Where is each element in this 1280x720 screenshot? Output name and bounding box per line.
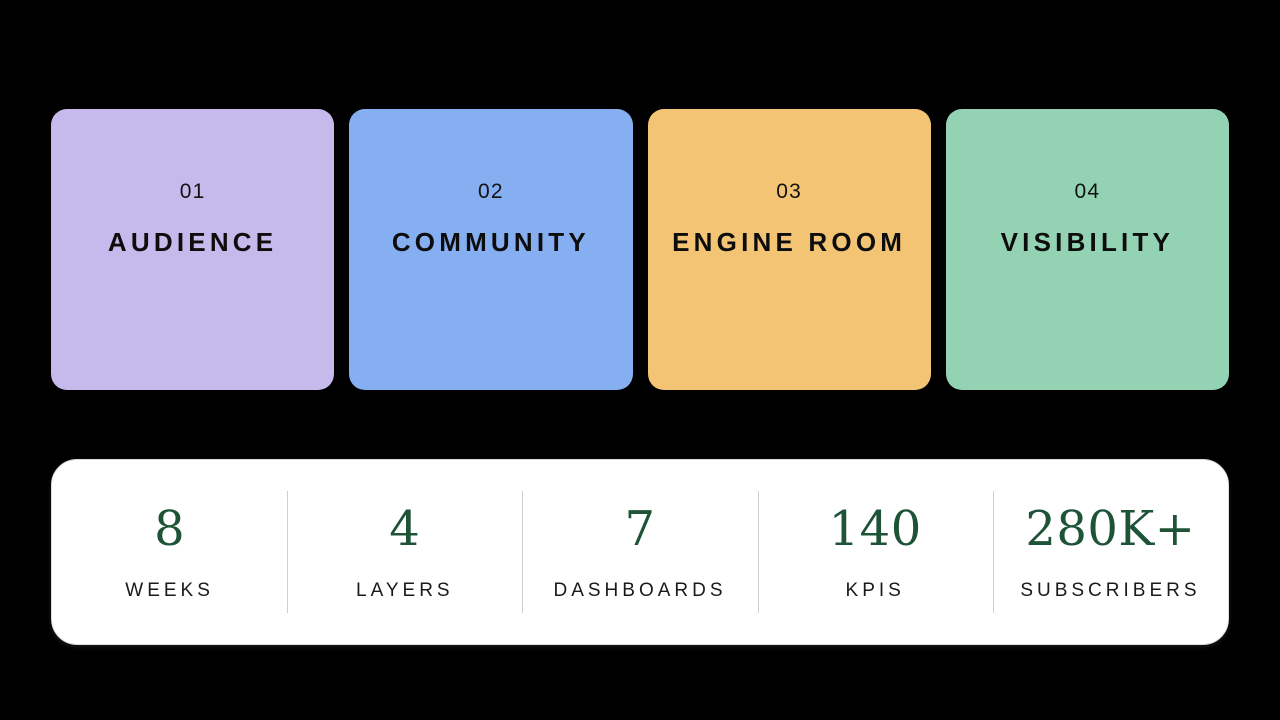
stat-label-subscribers: SUBSCRIBERS	[1020, 579, 1201, 601]
pillar-card-row: 01 AUDIENCE 02 COMMUNITY 03 ENGINE ROOM …	[51, 109, 1229, 390]
pillar-card-visibility[interactable]: 04 VISIBILITY	[945, 109, 1229, 390]
stat-dashboards: 7 DASHBOARDS	[522, 460, 757, 644]
stat-value-weeks: 8	[154, 500, 186, 557]
stat-value-subscribers: 280K+	[1025, 500, 1196, 557]
stat-subscribers: 280K+ SUBSCRIBERS	[992, 460, 1228, 644]
pillar-title-engine-room: ENGINE ROOM	[672, 227, 907, 257]
pillar-index-02: 02	[477, 180, 504, 203]
pillar-title-audience: AUDIENCE	[107, 227, 278, 257]
pillar-card-engine-room[interactable]: 03 ENGINE ROOM	[647, 109, 931, 390]
pillar-index-03: 03	[776, 180, 802, 203]
stat-value-kpis: 140	[828, 500, 922, 557]
pillar-index-04: 04	[1074, 180, 1101, 203]
pillar-card-community[interactable]: 02 COMMUNITY	[349, 109, 633, 390]
stat-label-weeks: WEEKS	[125, 579, 214, 601]
stat-label-layers: LAYERS	[356, 579, 454, 601]
stat-value-dashboards: 7	[624, 500, 656, 557]
pillar-card-audience[interactable]: 01 AUDIENCE	[51, 109, 335, 390]
stat-kpis: 140 KPIS	[757, 460, 993, 644]
stat-value-layers: 4	[389, 500, 421, 557]
stat-label-kpis: KPIS	[845, 579, 905, 601]
stat-weeks: 8 WEEKS	[52, 460, 287, 644]
pillar-title-community: COMMUNITY	[391, 227, 590, 257]
stat-label-dashboards: DASHBOARDS	[553, 579, 727, 601]
stat-layers: 4 LAYERS	[287, 460, 522, 644]
pillar-index-01: 01	[179, 180, 206, 203]
pillar-title-visibility: VISIBILITY	[1000, 227, 1175, 257]
stats-bar: 8 WEEKS 4 LAYERS 7 DASHBOARDS 140 KPIS 2…	[51, 459, 1229, 645]
